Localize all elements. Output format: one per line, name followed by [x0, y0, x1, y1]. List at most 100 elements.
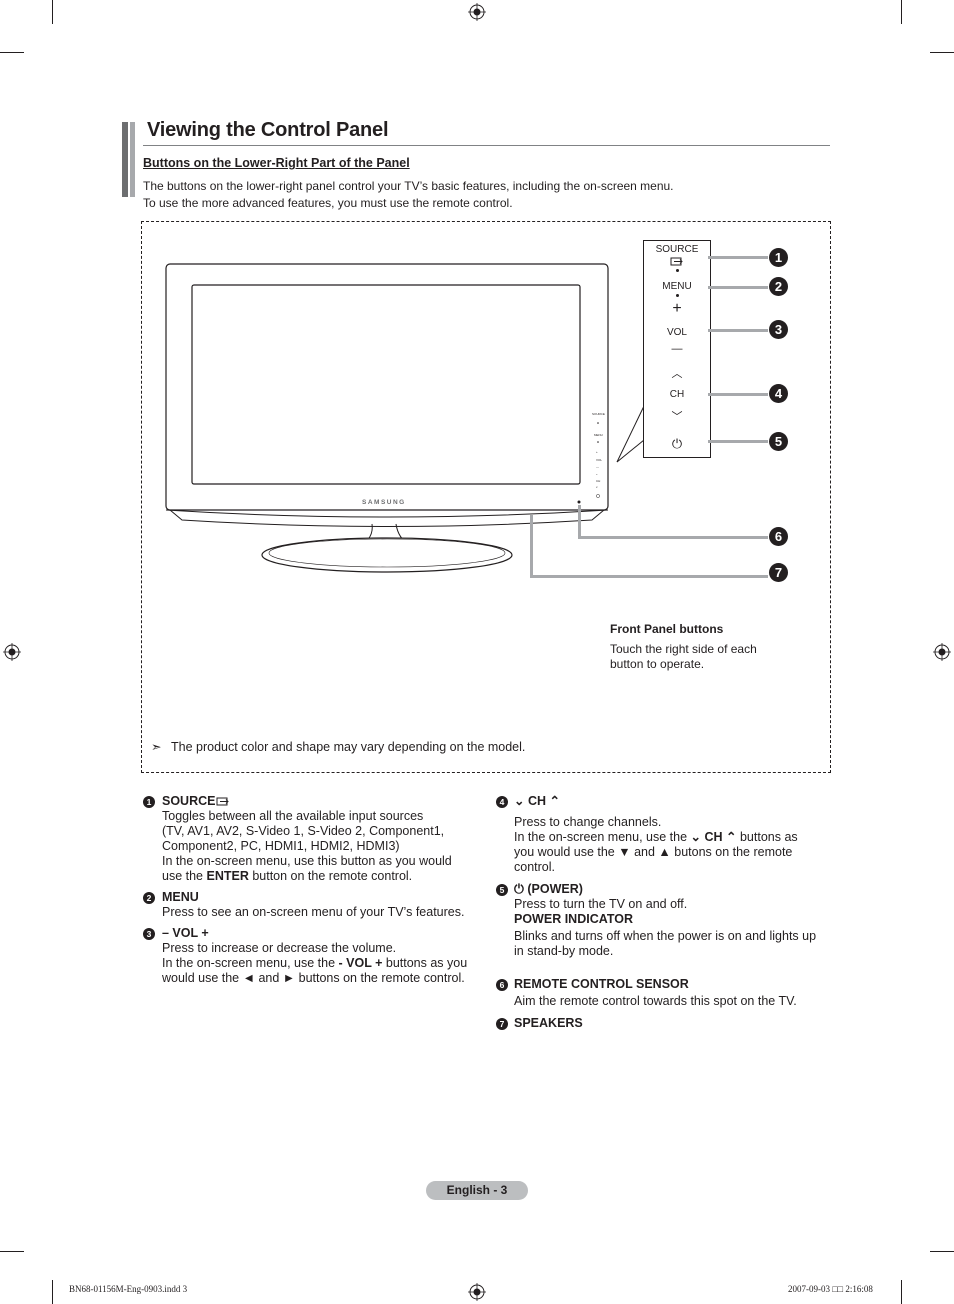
- source-icon: [216, 797, 230, 806]
- registration-mark-icon: [468, 3, 486, 21]
- panel-up-label: ︿: [671, 368, 683, 380]
- item-number-5: 5: [496, 884, 508, 896]
- tv-illustration: SOURCE MENU + VOL — ^ CH v: [165, 263, 609, 573]
- callout-line-6: [578, 536, 768, 539]
- item-power-heading: (POWER): [527, 882, 583, 896]
- item-volume-line: Press to increase or decrease the volume…: [162, 941, 397, 955]
- item-channel-line: buttons as: [736, 830, 798, 844]
- figure-frame: [141, 221, 831, 773]
- item-number-7: 7: [496, 1018, 508, 1030]
- svg-text:VOL: VOL: [596, 458, 602, 462]
- svg-text:—: —: [596, 465, 599, 469]
- panel-ch-label: CH: [669, 389, 685, 400]
- item-source-line: (TV, AV1, AV2, S-Video 1, S-Video 2, Com…: [162, 824, 445, 838]
- crop-mark: [901, 0, 902, 24]
- callout-badge-3: 3: [769, 320, 788, 339]
- callout-badge-6: 6: [769, 527, 788, 546]
- item-volume-line: In the on-screen menu, use the: [162, 956, 339, 970]
- item-power-line: Blinks and turns off when the power is o…: [514, 929, 817, 943]
- panel-menu-label: MENU: [662, 281, 692, 292]
- registration-mark-icon: [933, 643, 951, 661]
- enter-keyword: ENTER: [206, 869, 249, 883]
- panel-source-label: SOURCE: [655, 244, 699, 255]
- print-slug-left: BN68-01156M-Eng-0903.indd 3: [69, 1284, 188, 1294]
- item-menu: MENU Press to see an on-screen menu of y…: [162, 890, 482, 920]
- note-text: The product color and shape may vary dep…: [171, 740, 526, 754]
- item-source-line: button on the remote control.: [248, 869, 413, 883]
- callout-line-6-vertical: [578, 505, 581, 539]
- item-volume-line: would use the ◄ and ► buttons on the rem…: [162, 971, 465, 985]
- panel-down-label: ﹀: [671, 411, 683, 423]
- item-number-1: 1: [143, 796, 155, 808]
- item-menu-heading: MENU: [162, 890, 199, 904]
- title-rule: [143, 145, 830, 146]
- item-channel-line: Press to change channels.: [514, 815, 662, 829]
- ch-keyword: CH: [704, 830, 723, 844]
- callout-line-7-vertical: [530, 515, 533, 578]
- crop-mark: [0, 52, 24, 53]
- callout-line-1: [708, 256, 768, 259]
- note-arrow-icon: ➣: [151, 740, 162, 754]
- chevron-down-icon: ⌄: [690, 830, 701, 844]
- item-power-line: in stand-by mode.: [514, 944, 614, 958]
- panel-vol-label: VOL: [666, 327, 687, 338]
- callout-badge-4: 4: [769, 384, 788, 403]
- panel-power-icon: ⏻: [671, 436, 683, 451]
- item-channel-heading: CH: [527, 794, 547, 808]
- item-remote-sensor-text: Aim the remote control towards this spot…: [514, 994, 797, 1008]
- item-source-line: Component2, PC, HDMI1, HDMI2, HDMI3): [162, 839, 400, 853]
- item-number-2: 2: [143, 892, 155, 904]
- item-source-line: Toggles between all the available input …: [162, 809, 424, 823]
- registration-mark-icon: [3, 643, 21, 661]
- item-volume-line: buttons as you: [382, 956, 468, 970]
- crop-mark: [52, 0, 53, 24]
- crop-mark: [901, 1280, 902, 1304]
- item-remote-sensor-heading: REMOTE CONTROL SENSOR: [514, 977, 689, 991]
- crop-mark: [52, 1280, 53, 1304]
- front-panel-text: Touch the right side of each button to o…: [610, 642, 757, 671]
- tv-brand-logo: SAMSUNG: [362, 499, 406, 506]
- svg-text:^: ^: [596, 473, 598, 477]
- item-source-heading: SOURCE: [162, 794, 216, 808]
- svg-text:MENU: MENU: [594, 433, 603, 437]
- page-number-badge: English - 3: [426, 1181, 528, 1200]
- panel-minus-label: —: [671, 343, 683, 355]
- control-panel-closeup: SOURCE MENU + VOL — ︿ CH ﹀ ⏻: [643, 240, 711, 458]
- figure-note: ➣ The product color and shape may vary de…: [151, 739, 525, 754]
- item-number-3: 3: [143, 928, 155, 940]
- source-icon: [670, 257, 683, 266]
- callout-badge-2: 2: [769, 277, 788, 296]
- section-subheading: Buttons on the Lower-Right Part of the P…: [143, 156, 410, 170]
- callout-line-2: [708, 286, 768, 289]
- title-accent-bar: [122, 122, 128, 197]
- item-channel-line: you would use the ▼ and ▲ butons on the …: [514, 845, 793, 859]
- callout-line-4: [708, 393, 768, 396]
- item-source-line: In the on-screen menu, use this button a…: [162, 854, 452, 868]
- item-power-line: Press to turn the TV on and off.: [514, 897, 688, 911]
- vol-keyword: - VOL +: [338, 956, 383, 970]
- panel-dot: [676, 294, 679, 297]
- svg-text:SOURCE: SOURCE: [592, 412, 605, 416]
- item-source-line: use the: [162, 869, 207, 883]
- svg-text:+: +: [596, 450, 598, 454]
- chevron-down-icon: ⌄: [514, 794, 525, 808]
- page-title: Viewing the Control Panel: [147, 119, 389, 141]
- item-channel-line: In the on-screen menu, use the: [514, 830, 691, 844]
- item-remote-sensor: REMOTE CONTROL SENSOR Aim the remote con…: [514, 977, 834, 1009]
- item-number-4: 4: [496, 796, 508, 808]
- zoom-lines: [616, 405, 645, 463]
- callout-badge-7: 7: [769, 563, 788, 582]
- item-volume-heading: – VOL +: [162, 926, 209, 940]
- chevron-up-icon: ⌃: [726, 830, 737, 844]
- callout-line-7: [530, 575, 768, 578]
- panel-plus-label: +: [672, 300, 682, 317]
- crop-mark: [930, 52, 954, 53]
- print-slug-right: 2007-09-03 □□ 2:16:08: [788, 1284, 873, 1294]
- title-accent-bar: [130, 122, 135, 197]
- crop-mark: [930, 1251, 954, 1252]
- front-panel-title: Front Panel buttons: [610, 622, 724, 636]
- power-indicator-heading: POWER INDICATOR: [514, 912, 633, 926]
- crop-mark: [0, 1251, 24, 1252]
- item-channel-line: control.: [514, 860, 555, 874]
- item-volume: – VOL + Press to increase or decrease th…: [162, 926, 482, 986]
